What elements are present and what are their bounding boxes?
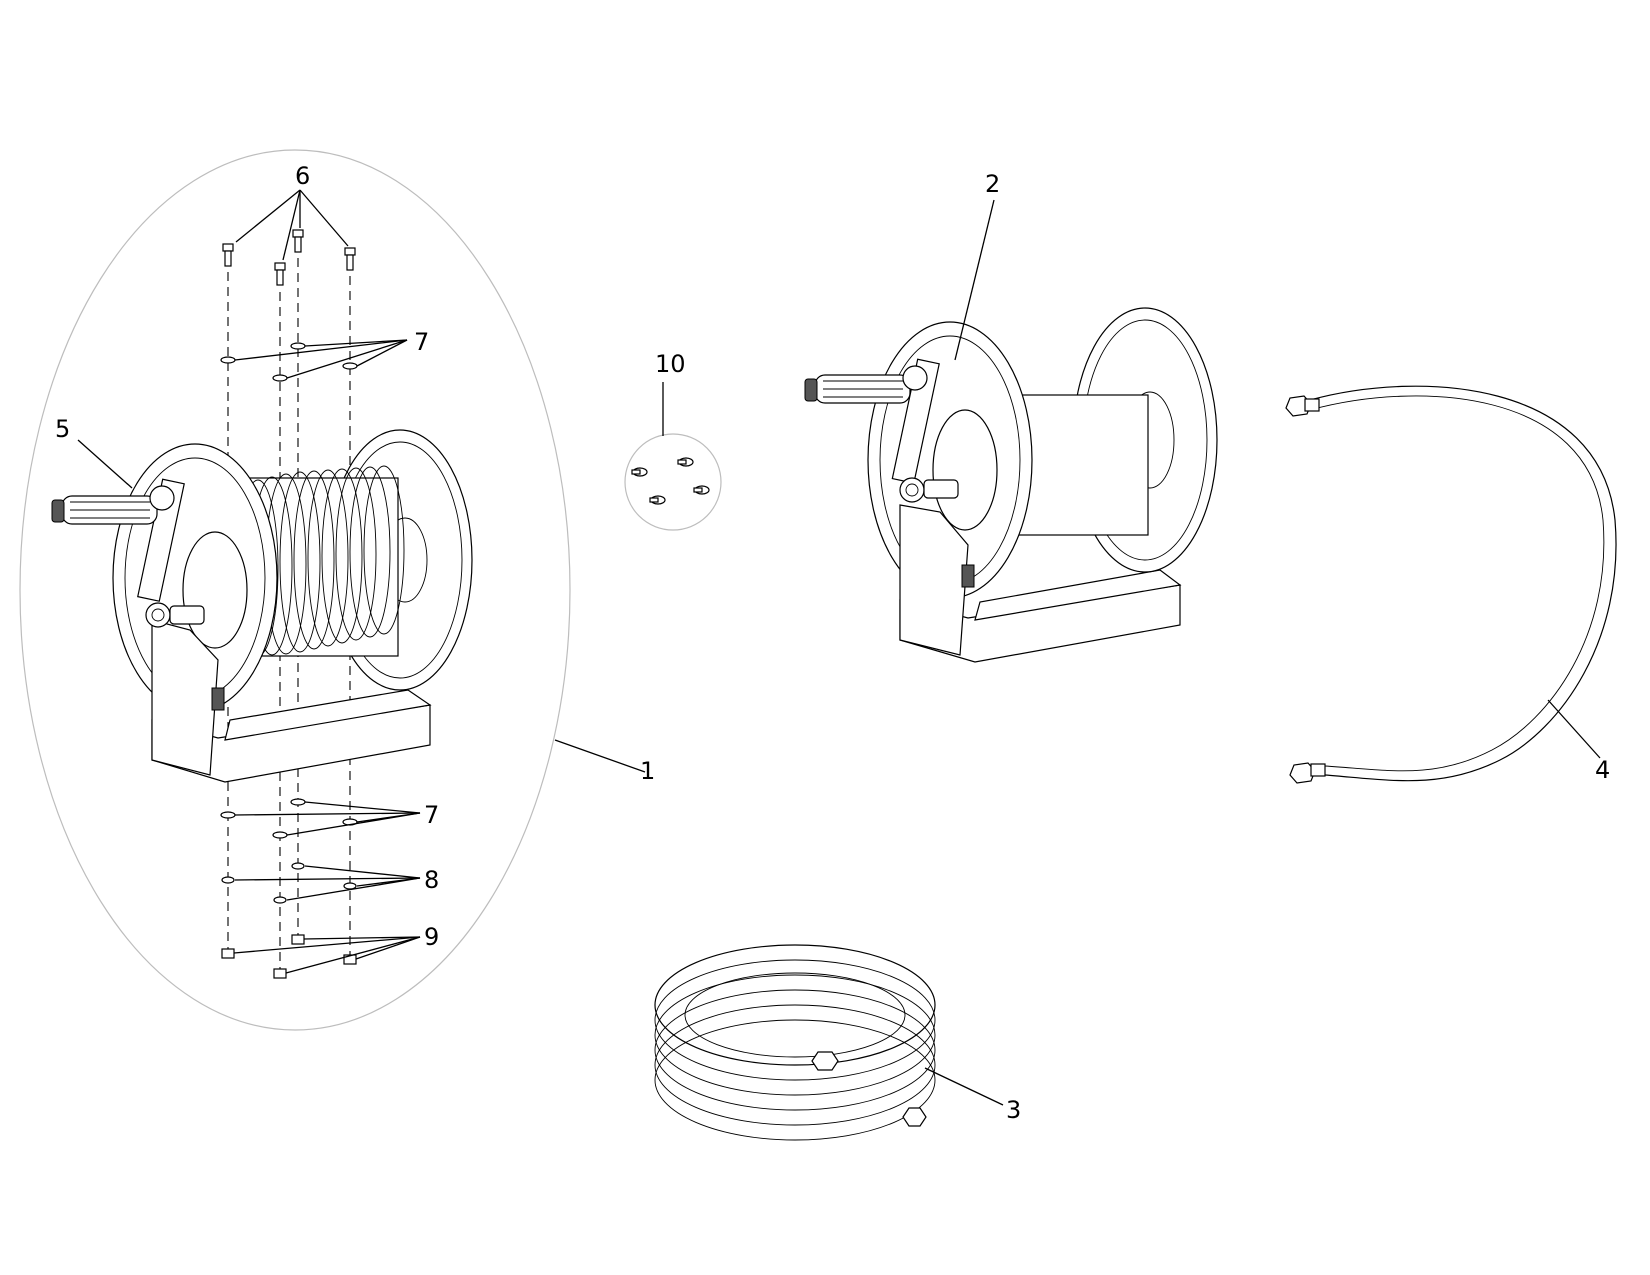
leader-lines xyxy=(77,189,1601,1106)
hose-reel-with-hose xyxy=(51,429,473,783)
screw-set-6 xyxy=(222,229,356,286)
crank-handle-2 xyxy=(804,365,928,404)
callout-9: 9 xyxy=(424,923,439,951)
bolt-kit-10 xyxy=(624,433,722,531)
crank-handle xyxy=(51,485,175,525)
screw-6b xyxy=(274,262,286,286)
screw-6c xyxy=(292,229,304,253)
assembly-1-outline xyxy=(19,149,571,1031)
callout-10: 10 xyxy=(655,350,686,378)
callout-6: 6 xyxy=(295,162,310,190)
nut-set-9 xyxy=(221,934,357,979)
callout-5: 5 xyxy=(55,415,70,443)
callout-8: 8 xyxy=(424,866,439,894)
callout-3: 3 xyxy=(1006,1096,1021,1124)
callout-7-top: 7 xyxy=(414,328,429,356)
assembly-1-group xyxy=(19,149,571,1031)
bolt-kit-outline xyxy=(624,433,722,531)
callout-2: 2 xyxy=(985,170,1000,198)
empty-hose-reel xyxy=(804,307,1218,663)
callout-1: 1 xyxy=(640,757,655,785)
callout-7-bottom: 7 xyxy=(424,801,439,829)
screw-6a xyxy=(222,243,234,267)
callout-4: 4 xyxy=(1595,756,1610,784)
coiled-hose xyxy=(654,944,936,1141)
screw-6d xyxy=(344,247,356,271)
jumper-hose xyxy=(1285,385,1617,784)
